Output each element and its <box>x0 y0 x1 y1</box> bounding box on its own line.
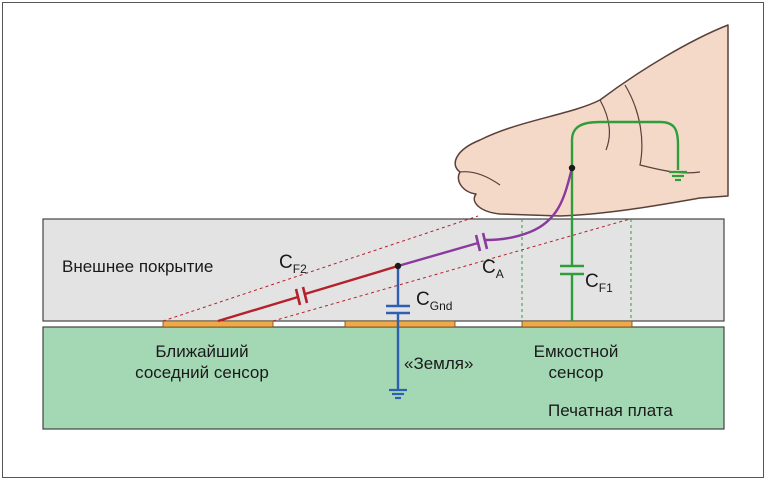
cf1-wire-top <box>570 120 680 170</box>
pcb-layer <box>42 326 725 430</box>
cf1-label: CF1 <box>585 271 613 295</box>
finger <box>454 24 729 217</box>
ground-label: «Земля» <box>404 354 473 373</box>
neighbor-sensor-label-line1: Ближайший <box>155 342 248 361</box>
ground-pad <box>344 320 456 328</box>
pcb-label: Печатная плата <box>548 401 673 420</box>
finger-tip-fold <box>459 171 501 186</box>
earth-ground-icon <box>389 388 407 400</box>
cf2-field-line-lower <box>162 215 479 322</box>
cf2-plate-right <box>301 286 309 304</box>
sensor-pad <box>521 320 633 328</box>
ca-wire-lower <box>397 241 479 268</box>
sensor-label-line1: Емкостной <box>534 342 619 361</box>
finger-ground-icon <box>669 170 687 182</box>
junction-node-finger <box>568 164 576 172</box>
cf2-wire-lower <box>217 295 299 323</box>
cf2-field-line-upper <box>272 218 631 322</box>
figure-frame <box>2 2 764 478</box>
cf2-wire-upper <box>304 264 399 296</box>
cf2-label: CF2 <box>279 252 307 276</box>
cover-layer <box>42 218 725 322</box>
neighbor-sensor-pad <box>162 320 274 328</box>
ca-plate-right <box>481 232 489 250</box>
ca-label: CA <box>482 257 504 281</box>
junction-node-center <box>394 262 402 270</box>
ca-wire-upper <box>485 167 574 242</box>
finger-knuckle-crease <box>599 99 610 151</box>
cover-label: Внешнее покрытие <box>62 257 213 276</box>
sensor-label-line2: сенсор <box>549 363 604 382</box>
neighbor-sensor-label-line2: соседний сенсор <box>135 363 269 382</box>
cgnd-label: CGnd <box>416 289 452 313</box>
